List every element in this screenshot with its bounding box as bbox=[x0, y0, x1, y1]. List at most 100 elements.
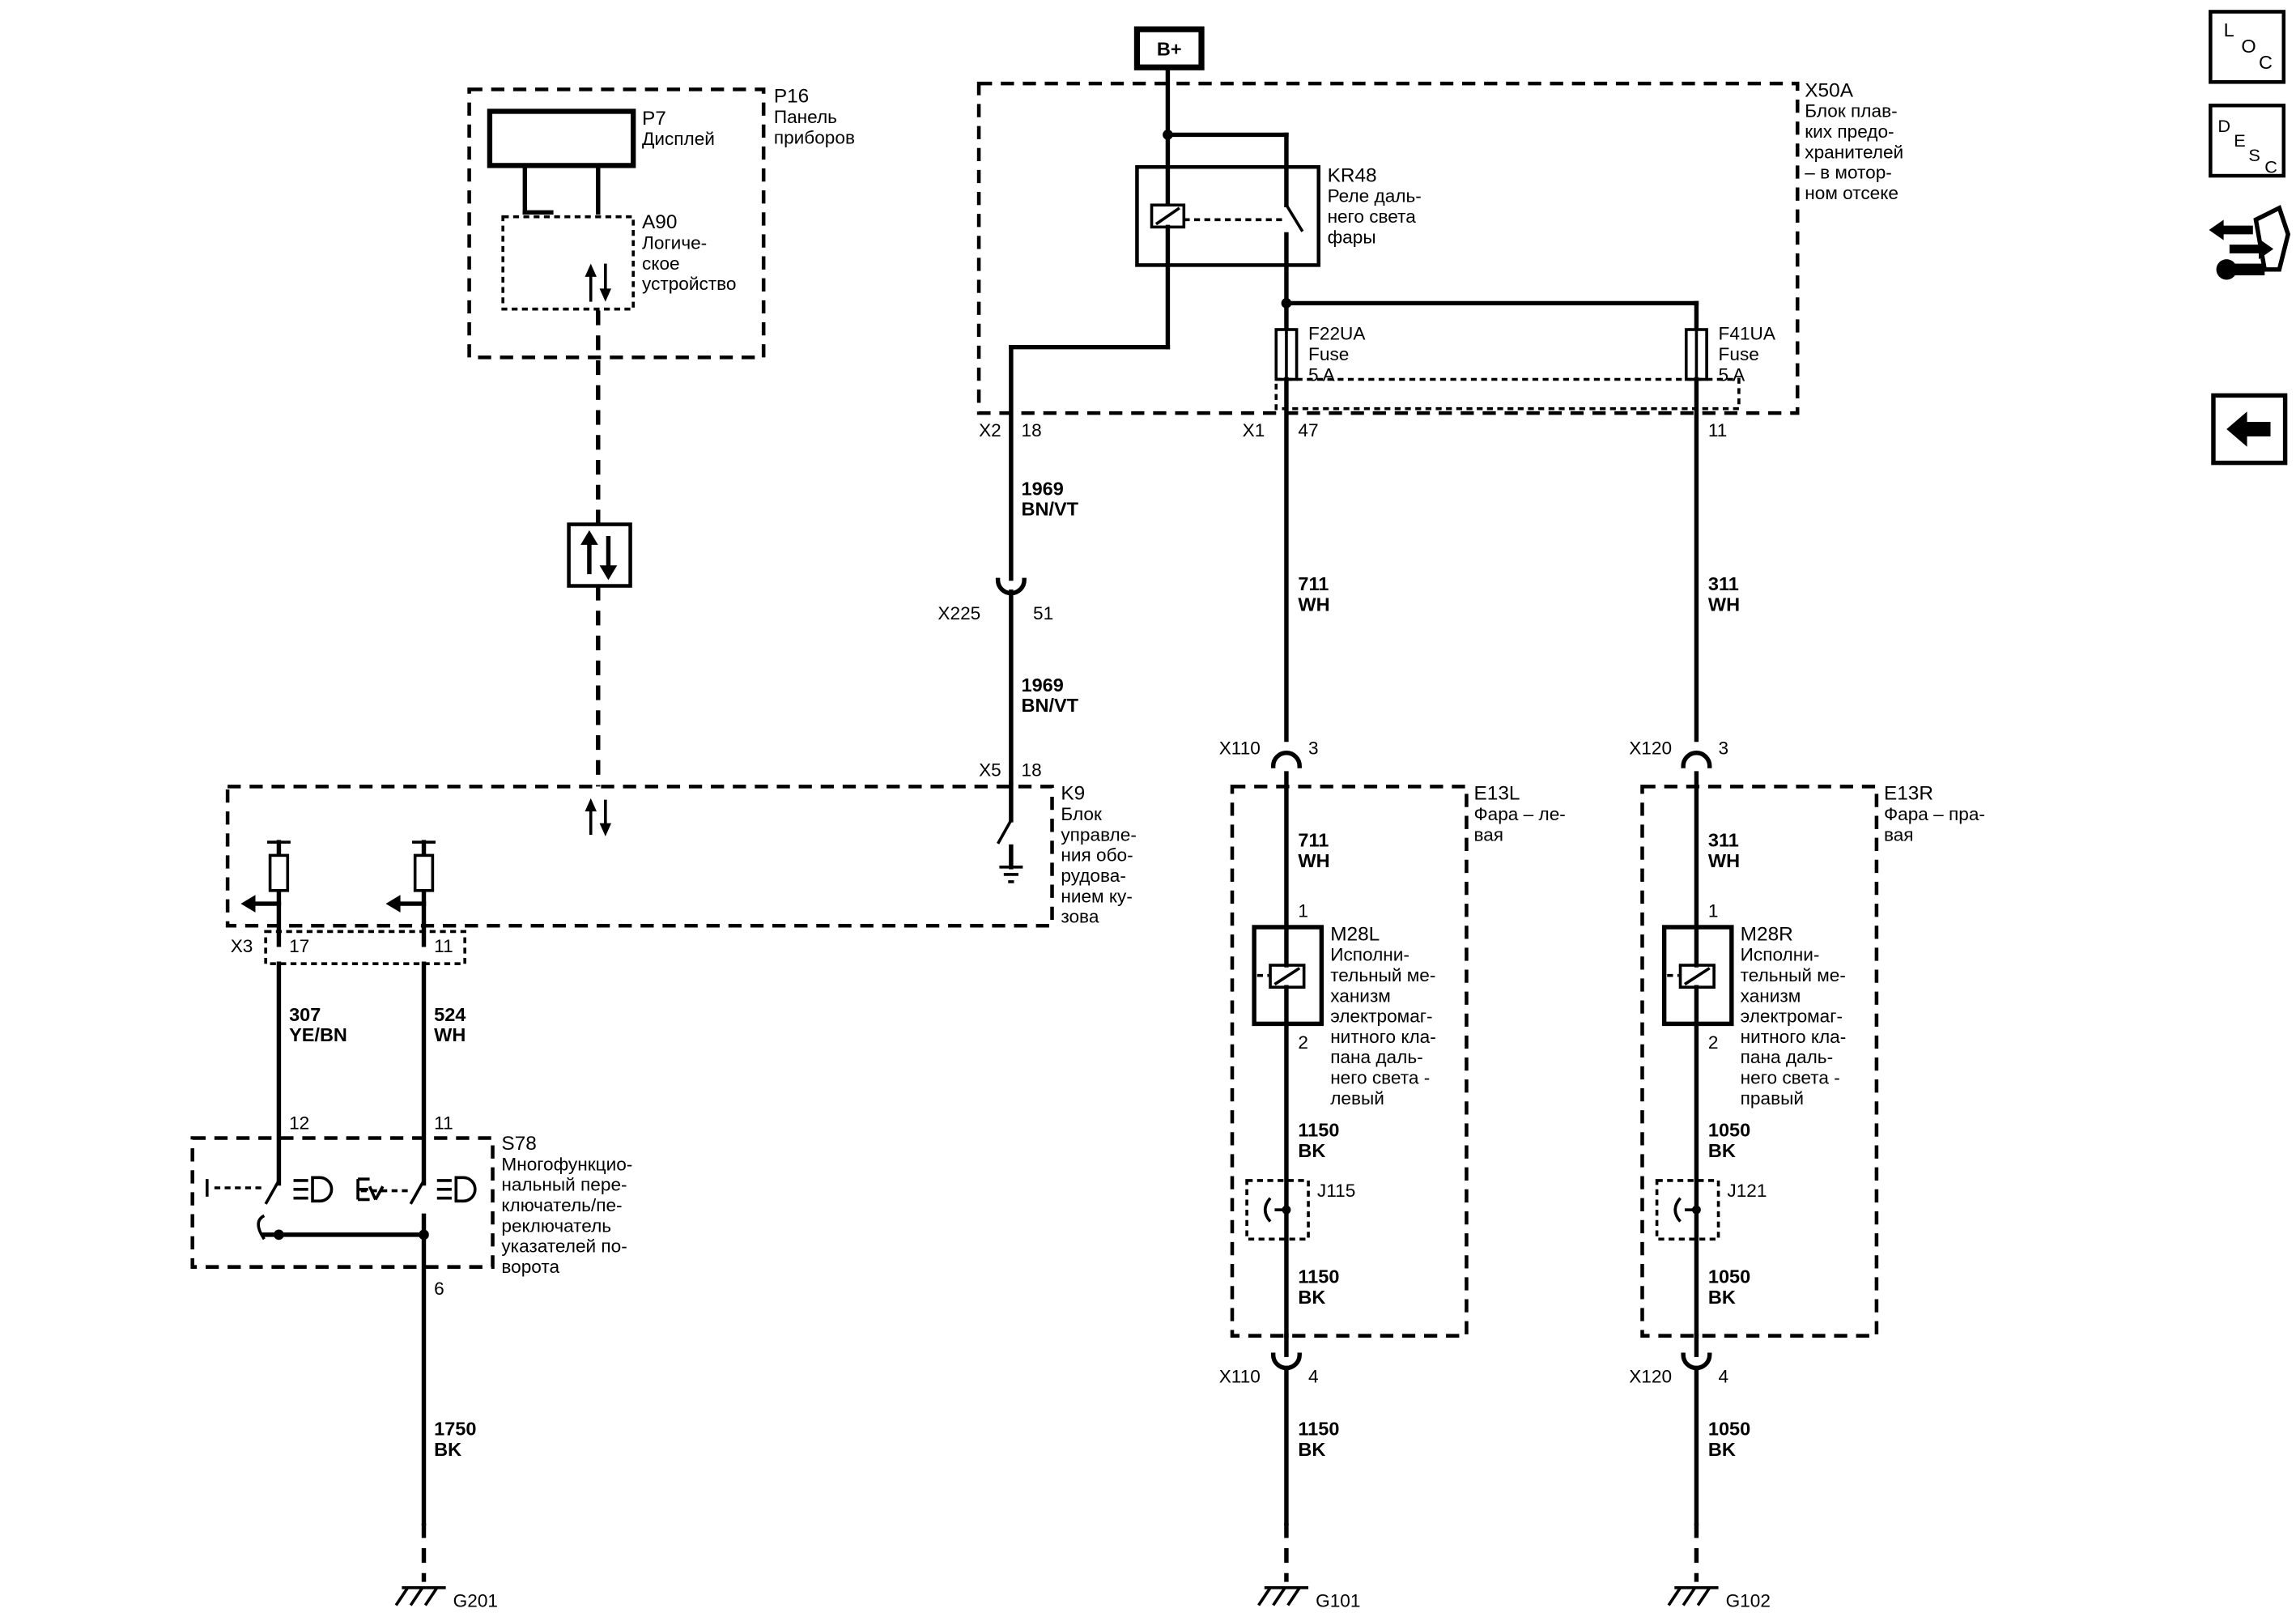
svg-text:ких предо-: ких предо- bbox=[1805, 121, 1894, 142]
svg-text:12: 12 bbox=[289, 1113, 309, 1134]
svg-text:вая: вая bbox=[1473, 824, 1503, 845]
svg-text:51: 51 bbox=[1033, 603, 1053, 623]
svg-text:реключатель: реключатель bbox=[501, 1215, 611, 1236]
svg-text:BK: BK bbox=[1298, 1140, 1325, 1161]
description-view-button[interactable]: D E S C bbox=[2209, 103, 2286, 178]
svg-text:него света: него света bbox=[1328, 206, 1417, 227]
svg-text:нальный пере-: нальный пере- bbox=[501, 1175, 627, 1195]
svg-text:1050: 1050 bbox=[1708, 1266, 1750, 1287]
svg-text:18: 18 bbox=[1022, 760, 1042, 781]
svg-text:47: 47 bbox=[1298, 420, 1318, 440]
fuse-block-id: X50A bbox=[1805, 79, 1853, 101]
svg-text:ном отсеке: ном отсеке bbox=[1805, 183, 1898, 203]
svg-text:18: 18 bbox=[1022, 420, 1042, 440]
svg-text:E: E bbox=[2234, 130, 2245, 151]
svg-text:1969: 1969 bbox=[1022, 478, 1064, 499]
svg-text:электромаг-: электромаг- bbox=[1741, 1006, 1843, 1027]
svg-text:1150: 1150 bbox=[1298, 1120, 1339, 1141]
ground-g101: G101 bbox=[1257, 1586, 1360, 1611]
svg-text:ворота: ворота bbox=[501, 1257, 559, 1277]
relay-kr48: KR48 Реле даль- него света фары bbox=[1009, 130, 1422, 581]
svg-text:1050: 1050 bbox=[1708, 1419, 1750, 1440]
svg-text:X3: X3 bbox=[231, 936, 253, 956]
wire-1969: 1969 BN/VT X225 51 1969 BN/VT bbox=[938, 478, 1079, 786]
splice-right-id: J121 bbox=[1727, 1181, 1767, 1201]
svg-text:311: 311 bbox=[1708, 830, 1739, 851]
svg-text:3: 3 bbox=[1308, 738, 1319, 759]
svg-text:фары: фары bbox=[1328, 227, 1376, 247]
svg-text:1: 1 bbox=[1298, 900, 1308, 921]
svg-text:X5: X5 bbox=[979, 760, 1001, 781]
svg-text:C: C bbox=[2264, 156, 2277, 177]
svg-text:Реле даль-: Реле даль- bbox=[1328, 186, 1422, 206]
svg-text:711: 711 bbox=[1298, 830, 1329, 851]
svg-text:него света -: него света - bbox=[1330, 1068, 1430, 1088]
headlamp-left-branch: 711 WH X110 3 E13L Фара – ле- вая 711 WH… bbox=[1219, 573, 1566, 1582]
svg-text:1: 1 bbox=[1708, 900, 1719, 921]
svg-text:X1: X1 bbox=[1243, 420, 1265, 440]
svg-text:нитного кла-: нитного кла- bbox=[1741, 1027, 1847, 1047]
svg-text:311: 311 bbox=[1708, 573, 1739, 594]
svg-text:524: 524 bbox=[434, 1004, 466, 1025]
fuse-f41ua-id: F41UA bbox=[1719, 324, 1776, 344]
svg-text:WH: WH bbox=[434, 1024, 466, 1045]
svg-text:YE/BN: YE/BN bbox=[289, 1024, 347, 1045]
logic-id: A90 bbox=[642, 211, 677, 233]
location-view-button[interactable]: L O C bbox=[2209, 10, 2286, 84]
display-id: P7 bbox=[642, 108, 666, 130]
svg-text:2: 2 bbox=[1298, 1032, 1308, 1053]
conn-x120-bot: X120 bbox=[1629, 1367, 1672, 1387]
svg-text:307: 307 bbox=[289, 1004, 321, 1025]
conn-x110-top: X110 bbox=[1219, 738, 1261, 759]
svg-text:WH: WH bbox=[1708, 594, 1740, 615]
serial-data-line bbox=[567, 310, 632, 787]
svg-text:Панель: Панель bbox=[774, 107, 837, 127]
lamp-left-id: E13L bbox=[1473, 783, 1520, 805]
svg-text:ния обо-: ния обо- bbox=[1061, 845, 1133, 866]
ground-g201: G201 bbox=[394, 1586, 498, 1611]
actuator-left-id: M28L bbox=[1330, 923, 1380, 945]
svg-text:Исполни-: Исполни- bbox=[1741, 945, 1820, 965]
svg-text:1050: 1050 bbox=[1708, 1120, 1750, 1141]
svg-text:2: 2 bbox=[1708, 1032, 1719, 1053]
svg-text:BN/VT: BN/VT bbox=[1022, 695, 1079, 716]
svg-text:Исполни-: Исполни- bbox=[1330, 945, 1409, 965]
svg-text:O: O bbox=[2241, 36, 2256, 57]
svg-text:G102: G102 bbox=[1726, 1590, 1771, 1611]
svg-text:Многофункцио-: Многофункцио- bbox=[501, 1154, 632, 1174]
switch-id: S78 bbox=[501, 1133, 536, 1155]
svg-text:G201: G201 bbox=[453, 1590, 498, 1611]
splice-left-id: J115 bbox=[1317, 1181, 1355, 1201]
fuse-block-x50a: X50A Блок плав- ких предо- хранителей – … bbox=[976, 79, 1903, 415]
svg-text:ханизм: ханизм bbox=[1741, 985, 1801, 1006]
svg-text:ское: ское bbox=[642, 253, 680, 274]
svg-text:BK: BK bbox=[434, 1439, 461, 1460]
svg-text:правый: правый bbox=[1741, 1088, 1804, 1108]
back-arrow-button[interactable] bbox=[2211, 393, 2288, 466]
svg-text:ханизм: ханизм bbox=[1330, 985, 1391, 1006]
svg-text:тельный ме-: тельный ме- bbox=[1330, 965, 1435, 985]
svg-text:приборов: приборов bbox=[774, 127, 855, 147]
svg-text:вая: вая bbox=[1884, 824, 1914, 845]
svg-text:5 A: 5 A bbox=[1719, 364, 1746, 385]
battery-label: B+ bbox=[1157, 39, 1182, 60]
connector-repair-icon[interactable] bbox=[2209, 205, 2291, 280]
svg-text:4: 4 bbox=[1308, 1367, 1319, 1387]
svg-text:хранителей: хранителей bbox=[1805, 142, 1903, 162]
svg-text:устройство: устройство bbox=[642, 274, 736, 294]
svg-text:Блок плав-: Блок плав- bbox=[1805, 101, 1897, 121]
svg-text:– в мотор-: – в мотор- bbox=[1805, 163, 1892, 183]
actuator-right-id: M28R bbox=[1741, 923, 1793, 945]
fuse-f41ua: F41UA Fuse 5 A bbox=[1684, 300, 1776, 743]
svg-text:пана даль-: пана даль- bbox=[1330, 1047, 1422, 1067]
fuse-f22ua-id: F22UA bbox=[1308, 324, 1366, 344]
fuse-f22ua: F22UA Fuse 5 A bbox=[1274, 298, 1699, 743]
battery-supply: B+ bbox=[1133, 26, 1205, 138]
svg-text:1969: 1969 bbox=[1022, 674, 1064, 696]
svg-text:указателей по-: указателей по- bbox=[501, 1236, 627, 1257]
body-control-module-k9: K9 Блок управле- ния обо- рудова- нием к… bbox=[225, 760, 1137, 966]
svg-text:BK: BK bbox=[1298, 1439, 1325, 1460]
svg-text:Fuse: Fuse bbox=[1308, 344, 1349, 364]
svg-text:17: 17 bbox=[289, 936, 309, 956]
